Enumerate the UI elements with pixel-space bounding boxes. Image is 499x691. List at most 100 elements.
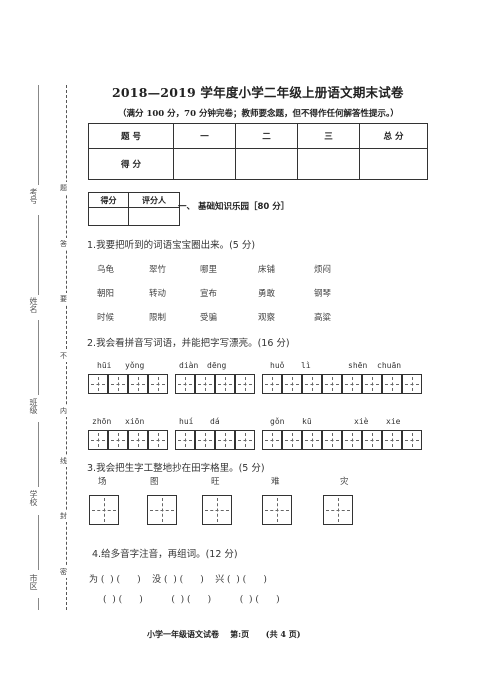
grader-table: 得分 评分人 <box>88 192 180 226</box>
binding-line <box>38 85 39 185</box>
writing-grid-cell[interactable] <box>215 430 235 450</box>
pinyin-label: lì <box>301 361 311 370</box>
cut-char: 题 <box>60 182 67 194</box>
pinyin-label: dēng <box>207 361 227 370</box>
score-cell[interactable] <box>359 148 428 180</box>
copy-char: 灾 <box>340 477 349 487</box>
cut-char: 线 <box>60 455 67 467</box>
cut-char: 密 <box>60 566 67 578</box>
pinyin-label: shēn <box>348 361 368 370</box>
cut-char: 要 <box>60 293 67 305</box>
copy-char: 难 <box>271 477 280 487</box>
writing-grid-cell[interactable] <box>342 374 362 394</box>
polyphone-line-1[interactable]: 为 ( ) ( ) 没 ( ) ( ) 兴 ( ) ( ) <box>89 575 267 585</box>
polyphone-line-2[interactable]: ( ) ( ) ( ) ( ) ( ) ( ) <box>103 595 280 605</box>
word-item: 钢琴 <box>314 289 332 299</box>
writing-grid-cell[interactable] <box>235 374 255 394</box>
writing-grid-cell[interactable] <box>302 374 322 394</box>
word-item: 勇敢 <box>258 289 276 299</box>
writing-grid-cell[interactable] <box>382 430 402 450</box>
binding-line <box>38 215 39 295</box>
writing-grid-cell[interactable] <box>282 430 302 450</box>
writing-grid-cell[interactable] <box>362 430 382 450</box>
score-cell[interactable] <box>173 148 236 180</box>
word-item: 限制 <box>149 313 167 323</box>
copy-grid-cell[interactable] <box>262 495 292 525</box>
page-footer: 小学一年级语文试卷 第:页 (共 4 页) <box>147 629 301 639</box>
score-header-cell: 一 <box>173 123 236 149</box>
word-item: 高粱 <box>314 313 332 323</box>
question-3-prompt: 3.我会把生字工整地抄在田字格里。(5 分) <box>87 463 265 474</box>
writing-grid-cell[interactable] <box>128 374 148 394</box>
word-item: 转动 <box>149 289 167 299</box>
writing-grid-cell[interactable] <box>175 374 195 394</box>
pinyin-label: gǒn <box>270 417 285 426</box>
grader-score-label: 得分 <box>88 192 129 208</box>
score-header-cell: 总 分 <box>359 123 428 149</box>
question-2-prompt: 2.我会看拼音写词语，并能把字写漂亮。(16 分) <box>87 338 290 349</box>
writing-grid-cell[interactable] <box>148 374 168 394</box>
pinyin-label: hūi <box>97 361 112 370</box>
class-label: 班级 <box>29 398 38 414</box>
copy-char: 图 <box>150 477 159 487</box>
writing-grid-cell[interactable] <box>108 374 128 394</box>
writing-grid-cell[interactable] <box>195 374 215 394</box>
grader-name-cell[interactable] <box>128 207 180 226</box>
score-cell[interactable] <box>297 148 360 180</box>
writing-grid-cell[interactable] <box>302 430 322 450</box>
writing-grid-cell[interactable] <box>128 430 148 450</box>
writing-grid-cell[interactable] <box>195 430 215 450</box>
score-table: 题 号 一 二 三 总 分 得 分 <box>88 123 428 180</box>
writing-grid-cell[interactable] <box>175 430 195 450</box>
word-item: 受骗 <box>200 313 218 323</box>
binding-line <box>38 598 39 610</box>
cut-char: 不 <box>60 350 67 362</box>
writing-grid-cell[interactable] <box>88 374 108 394</box>
writing-grid-cell[interactable] <box>235 430 255 450</box>
writing-grid-cell[interactable] <box>262 374 282 394</box>
writing-grid-cell[interactable] <box>362 374 382 394</box>
exam-title: 2018—2019 学年度小学二年级上册语文期末试卷 <box>112 85 404 100</box>
word-item: 时候 <box>97 313 115 323</box>
writing-grid-cell[interactable] <box>322 430 342 450</box>
copy-grid-cell[interactable] <box>323 495 353 525</box>
pinyin-label: huí <box>179 417 194 426</box>
question-4-prompt: 4.给多音字注音，再组词。(12 分) <box>92 549 238 560</box>
cut-line <box>66 85 67 610</box>
writing-grid-cell[interactable] <box>148 430 168 450</box>
pinyin-label: zhōn <box>92 417 112 426</box>
writing-grid-cell[interactable] <box>215 374 235 394</box>
binding-line <box>38 422 39 487</box>
copy-grid-cell[interactable] <box>89 495 119 525</box>
grader-score-cell[interactable] <box>88 207 129 226</box>
writing-grid-cell[interactable] <box>402 430 422 450</box>
writing-grid-cell[interactable] <box>262 430 282 450</box>
score-row-label: 得 分 <box>88 148 174 180</box>
writing-grid-cell[interactable] <box>282 374 302 394</box>
exam-number-label: 考号 <box>29 188 38 204</box>
binding-line <box>38 515 39 570</box>
score-header-cell: 题 号 <box>88 123 174 149</box>
writing-grid-cell[interactable] <box>88 430 108 450</box>
pinyin-label: huǒ <box>270 361 285 370</box>
pinyin-label: yǒng <box>125 361 145 370</box>
pinyin-label: dá <box>210 417 220 426</box>
writing-grid-cell[interactable] <box>322 374 342 394</box>
pinyin-label: xie <box>386 417 401 426</box>
score-header-cell: 二 <box>235 123 298 149</box>
pinyin-label: xiè <box>354 417 369 426</box>
copy-grid-cell[interactable] <box>202 495 232 525</box>
pinyin-label: xiōn <box>125 417 145 426</box>
writing-grid-cell[interactable] <box>402 374 422 394</box>
district-label: 市区 <box>29 574 38 590</box>
copy-grid-cell[interactable] <box>147 495 177 525</box>
writing-grid-cell[interactable] <box>382 374 402 394</box>
pinyin-label: diàn <box>179 361 199 370</box>
cut-char: 封 <box>60 510 67 522</box>
cut-char: 答 <box>60 238 67 250</box>
writing-grid-cell[interactable] <box>342 430 362 450</box>
score-cell[interactable] <box>235 148 298 180</box>
word-item: 翠竹 <box>149 265 167 275</box>
writing-grid-cell[interactable] <box>108 430 128 450</box>
name-label: 姓名 <box>29 297 38 313</box>
